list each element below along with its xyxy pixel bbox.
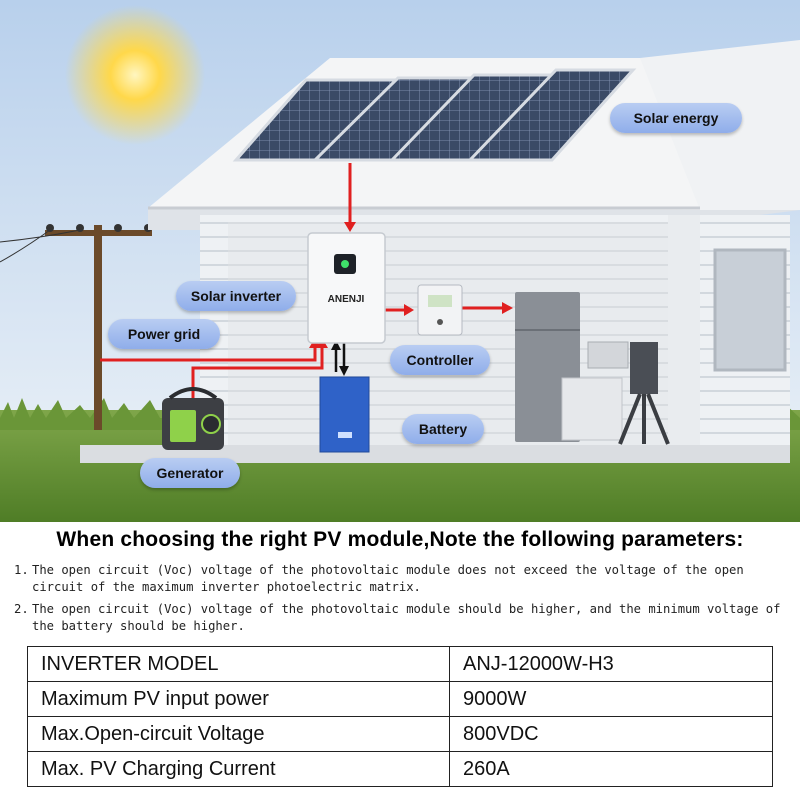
param-value: 260A bbox=[449, 751, 773, 787]
house-column-right bbox=[668, 215, 700, 450]
controller-knob bbox=[437, 319, 443, 325]
solar-inverter-device bbox=[307, 232, 386, 344]
note-text: The open circuit (Voc) voltage of the ph… bbox=[32, 563, 744, 594]
battery-device bbox=[319, 376, 370, 453]
insulator bbox=[46, 224, 54, 232]
param-name: Max. PV Charging Current bbox=[27, 751, 450, 787]
tripod-legs bbox=[618, 393, 670, 445]
inverter-status-led bbox=[341, 260, 349, 268]
window bbox=[713, 248, 787, 372]
house-floor bbox=[80, 445, 790, 463]
controller-screen bbox=[428, 295, 452, 307]
power-lines bbox=[0, 229, 81, 263]
note-number: 1. bbox=[14, 563, 29, 577]
microwave bbox=[587, 341, 629, 369]
tv-on-tripod bbox=[630, 342, 658, 394]
insulator bbox=[114, 224, 122, 232]
wire-grid-to-inverter bbox=[100, 343, 317, 362]
page-title: When choosing the right PV module,Note t… bbox=[56, 528, 744, 551]
controller-device bbox=[417, 284, 463, 336]
table-row: Max.Open-circuit Voltage 800VDC bbox=[27, 716, 773, 752]
generator-panel bbox=[170, 410, 196, 442]
wire-arrow bbox=[404, 304, 414, 316]
table-row: Max. PV Charging Current 260A bbox=[27, 751, 773, 787]
battery-display bbox=[338, 432, 352, 438]
note-item: 2. The open circuit (Voc) voltage of the… bbox=[14, 601, 786, 635]
sun-icon bbox=[65, 5, 205, 145]
wire-generator-to-inverter bbox=[191, 343, 324, 400]
note-item: 1. The open circuit (Voc) voltage of the… bbox=[14, 562, 786, 596]
label-battery: Battery bbox=[402, 414, 484, 444]
wire-arrow bbox=[331, 340, 341, 350]
label-solar-inverter: Solar inverter bbox=[176, 281, 296, 311]
solar-panel bbox=[466, 68, 637, 162]
table-row: Maximum PV input power 9000W bbox=[27, 681, 773, 717]
table-row: INVERTER MODEL ANJ-12000W-H3 bbox=[27, 646, 773, 682]
label-generator: Generator bbox=[140, 458, 240, 488]
param-name: Maximum PV input power bbox=[27, 681, 450, 717]
inverter-brand: ANENJI bbox=[328, 294, 365, 305]
generator-handle bbox=[168, 387, 218, 400]
note-number: 2. bbox=[14, 602, 29, 616]
param-name: INVERTER MODEL bbox=[27, 646, 450, 682]
parameters-table: INVERTER MODEL ANJ-12000W-H3 Maximum PV … bbox=[27, 646, 773, 787]
label-solar-energy: Solar energy bbox=[610, 103, 742, 133]
note-text: The open circuit (Voc) voltage of the ph… bbox=[32, 602, 781, 633]
washing-machine bbox=[561, 377, 623, 441]
wire-arrow bbox=[502, 302, 513, 314]
param-value: 9000W bbox=[449, 681, 773, 717]
notes-list: 1. The open circuit (Voc) voltage of the… bbox=[14, 562, 786, 640]
wire-arrow bbox=[344, 222, 356, 232]
label-power-grid: Power grid bbox=[108, 319, 220, 349]
param-value: 800VDC bbox=[449, 716, 773, 752]
solar-system-illustration: ANENJI Solar energy Solar inverter Power… bbox=[0, 0, 800, 522]
house-scene: ANENJI bbox=[0, 0, 800, 522]
param-value: ANJ-12000W-H3 bbox=[449, 646, 773, 682]
wire-arrow bbox=[339, 366, 349, 376]
generator-fan bbox=[201, 414, 221, 434]
param-name: Max.Open-circuit Voltage bbox=[27, 716, 450, 752]
label-controller: Controller bbox=[390, 345, 490, 375]
